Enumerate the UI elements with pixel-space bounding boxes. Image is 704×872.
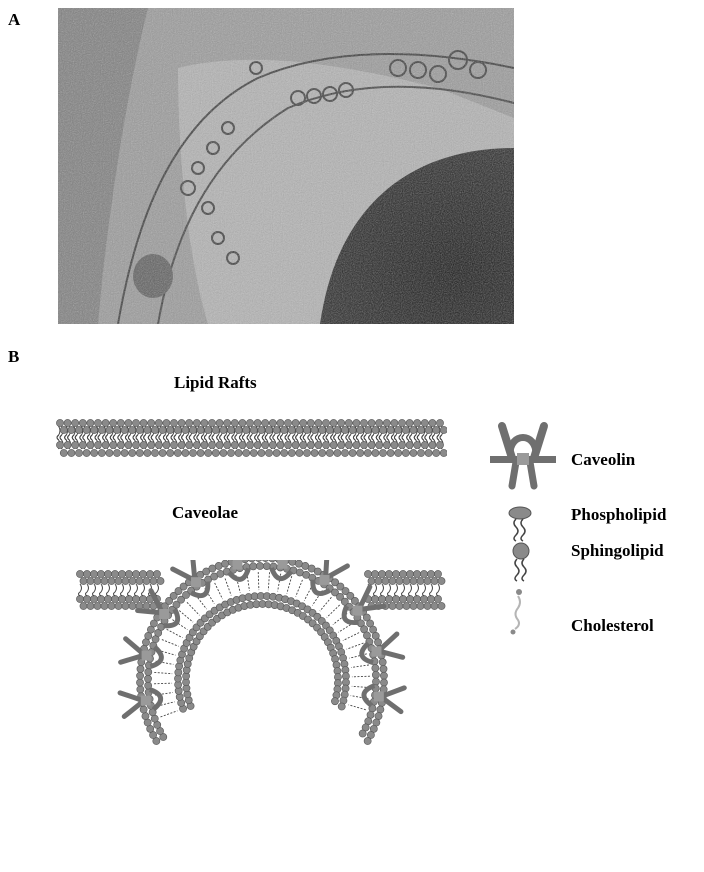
legend-phospholipid-label: Phospholipid [571,505,666,525]
micrograph-grain [58,8,514,324]
cholesterol-icon [505,587,529,637]
caveola-diagram [70,560,455,872]
legend-cholesterol-label: Cholesterol [571,616,654,636]
caveolin-icon [488,420,558,490]
sphingolipid-icon [505,542,535,582]
legend-caveolin-label: Caveolin [571,450,635,470]
panel-b-label: B [8,347,19,367]
legend-sphingolipid-label: Sphingolipid [571,541,664,561]
phospholipid-icon [505,505,535,543]
panel-a-label: A [8,10,20,30]
lipid-rafts-heading: Lipid Rafts [174,373,257,393]
caveolae-heading: Caveolae [172,503,238,523]
electron-micrograph [58,8,514,324]
lipid-raft-bilayer [55,418,447,468]
bilayer-lipids [56,419,447,456]
